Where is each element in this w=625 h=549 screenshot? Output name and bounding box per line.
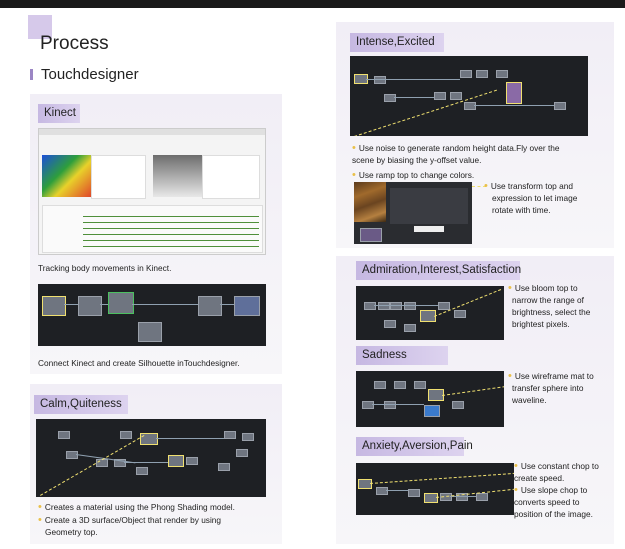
calm-network-screenshot — [36, 419, 266, 497]
sadness-label: Sadness — [356, 346, 448, 365]
kinect-menu-bar — [39, 129, 265, 135]
kinect-caption-2: Connect Kinect and create Silhouette inT… — [38, 358, 240, 368]
kinect-timeline — [42, 205, 263, 253]
kinect-caption-1: Tracking body movements in Kinect. — [38, 263, 172, 273]
admiration-label: Admiration,Interest,Satisfaction — [356, 261, 521, 280]
anxiety-label: Anxiety,Aversion,Pain — [356, 437, 473, 456]
intense-note-2: •Use ramp top to change colors. — [352, 169, 475, 181]
calm-label: Calm,Quiteness — [34, 395, 128, 414]
page-title: Process — [40, 33, 109, 54]
intense-note-1: •Use noise to generate random height dat… — [352, 142, 560, 154]
kinect-screenshot — [38, 128, 266, 255]
sadness-note-cont-2: waveline. — [512, 395, 547, 405]
kinect-label: Kinect — [38, 104, 80, 123]
intense-network-screenshot — [350, 56, 588, 136]
kinect-color-view — [42, 155, 91, 197]
subtitle-marker — [30, 69, 33, 80]
calm-bullet-2: •Create a 3D surface/Object that render … — [38, 514, 222, 526]
sadness-network-screenshot — [356, 371, 504, 427]
intense-label: Intense,Excited — [350, 33, 444, 52]
kinect-blank-view — [91, 155, 146, 199]
top-bar — [0, 0, 625, 8]
intense-ramp-screenshot — [354, 182, 472, 244]
kinect-blank-view-2 — [202, 155, 260, 199]
anxiety-note-2-cont-1: converts speed to — [514, 497, 580, 507]
calm-bullet-2-cont: Geometry top. — [45, 527, 98, 537]
intense-pointer-line — [472, 186, 486, 187]
anxiety-network-screenshot — [356, 463, 514, 515]
admiration-network-screenshot — [356, 286, 504, 340]
anxiety-note-2: •Use slope chop to — [514, 484, 588, 496]
intense-note-1-cont: scene by biasing the y-offset value. — [352, 155, 482, 165]
admiration-note-cont-2: brightness, select the — [512, 307, 591, 317]
intense-note-3-cont-2: rotate with time. — [492, 205, 551, 215]
intense-note-3-cont: expression to let image — [492, 193, 578, 203]
admiration-note-cont-3: brightest pixels. — [512, 319, 570, 329]
kinect-depth-view — [153, 155, 202, 197]
sadness-note-cont-1: transfer sphere into — [512, 383, 584, 393]
calm-bullet-1: •Creates a material using the Phong Shad… — [38, 501, 235, 513]
page-subtitle: Touchdesigner — [41, 66, 139, 83]
admiration-note-cont-1: narrow the range of — [512, 295, 584, 305]
anxiety-note-1: •Use constant chop to — [514, 460, 599, 472]
kinect-network-screenshot — [38, 284, 266, 346]
anxiety-note-1-cont: create speed. — [514, 473, 565, 483]
sadness-note: •Use wireframe mat to — [508, 370, 594, 382]
accent-square — [28, 15, 52, 39]
intense-note-3: •Use transform top and — [484, 180, 573, 192]
admiration-note: •Use bloom top to — [508, 282, 578, 294]
anxiety-note-2-cont-2: position of the image. — [514, 509, 593, 519]
